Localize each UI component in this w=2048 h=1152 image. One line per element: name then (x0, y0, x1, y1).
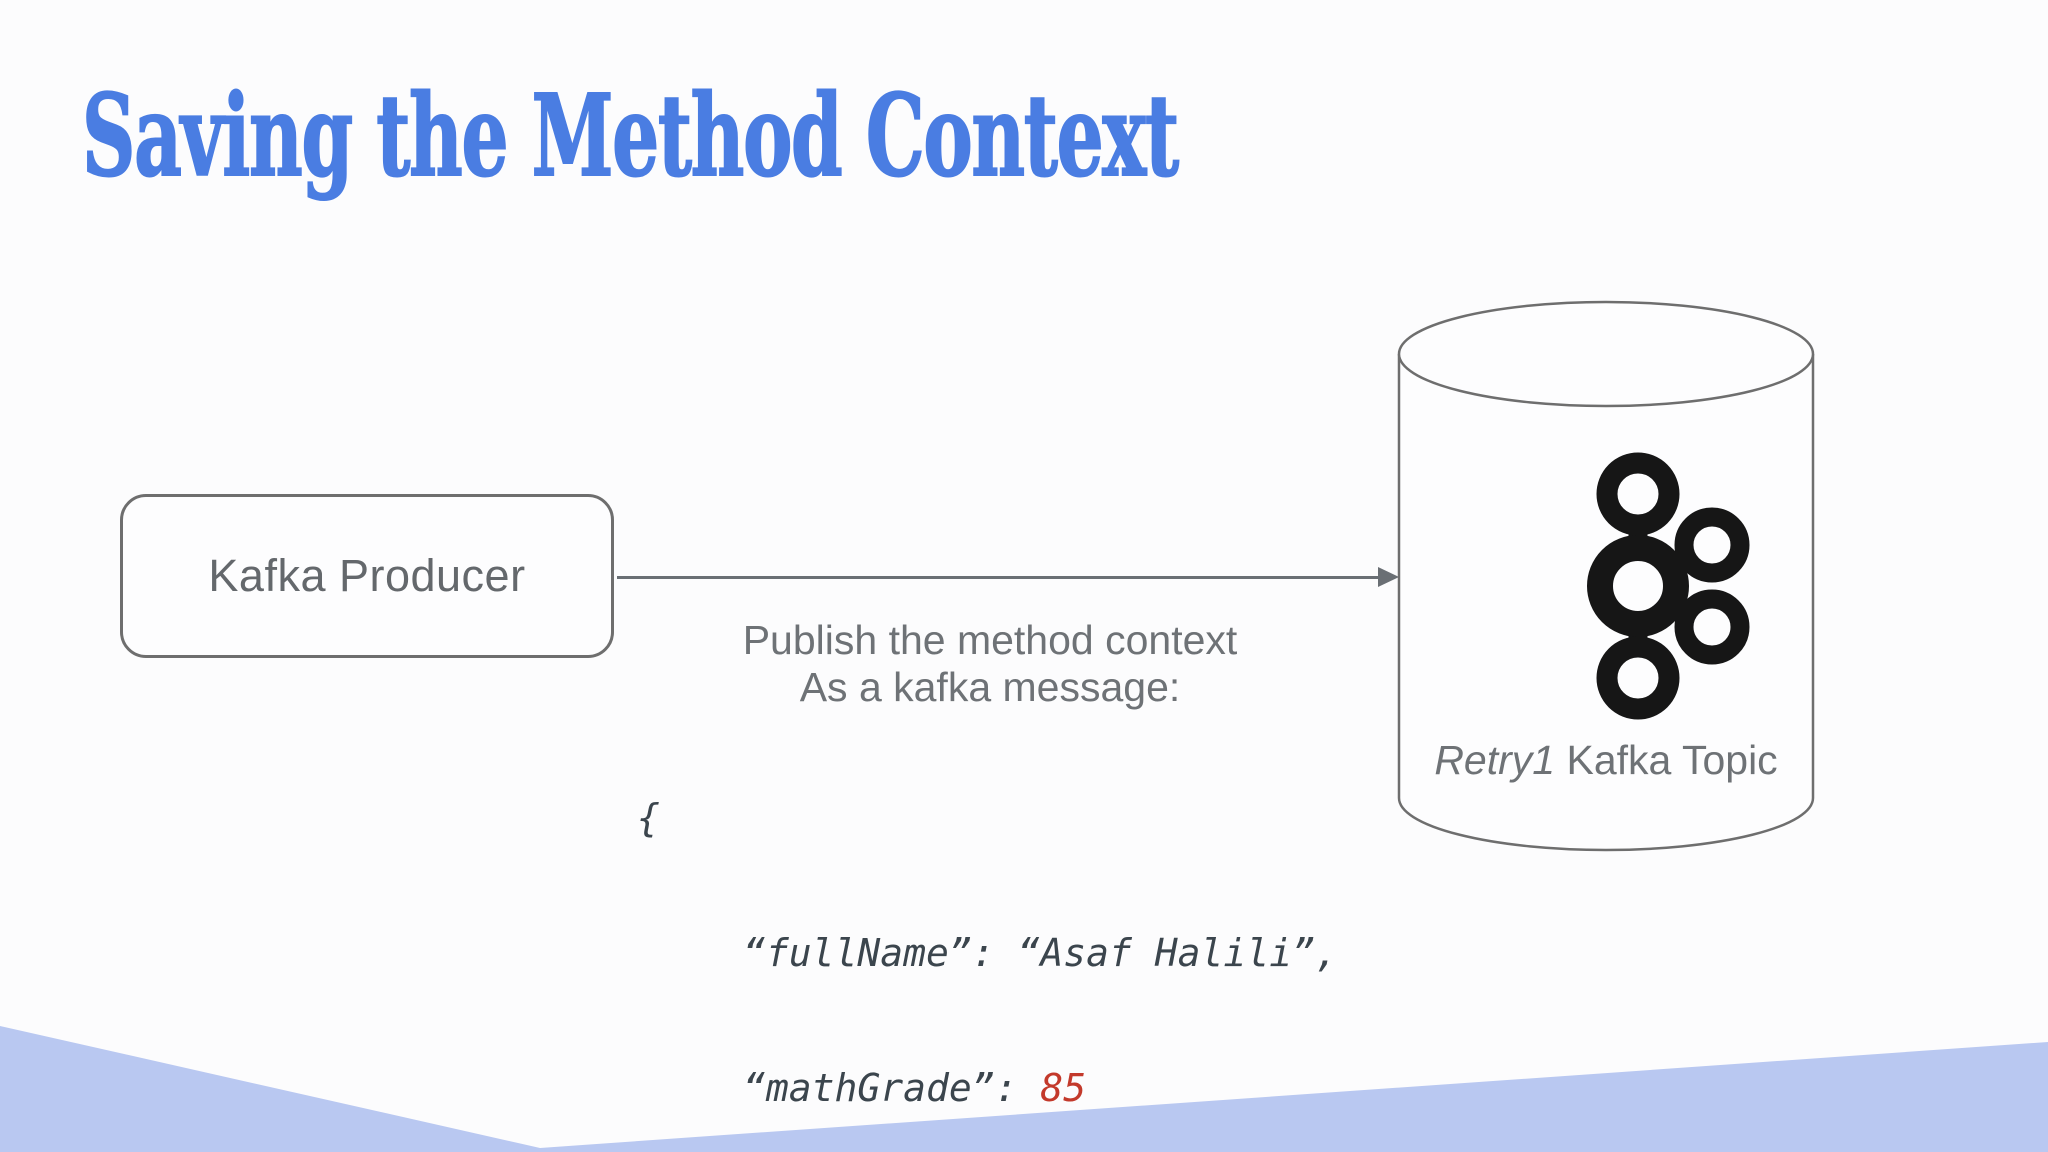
arrow-caption: Publish the method context As a kafka me… (640, 617, 1340, 711)
caption-line-2: As a kafka message: (799, 664, 1181, 710)
kafka-topic-label: Retry1 Kafka Topic (1396, 737, 1816, 784)
flow-arrow-line (617, 576, 1383, 579)
kafka-producer-box: Kafka Producer (120, 494, 614, 658)
topic-name-italic: Retry1 (1434, 737, 1556, 783)
json-code-block: { “fullName”: “Asaf Halili”, “mathGrade”… (637, 706, 1338, 1152)
topic-name-rest: Kafka Topic (1555, 737, 1778, 783)
flow-arrow-head-icon (1378, 567, 1399, 587)
code-mathgrade-key: “mathGrade”: (743, 1066, 1041, 1110)
code-fullname-line: “fullName”: “Asaf Halili”, (743, 931, 1338, 975)
caption-line-1: Publish the method context (742, 617, 1238, 663)
kafka-logo-icon (1587, 452, 1750, 720)
slide-title: Saving the Method Context (81, 71, 1180, 203)
code-open-brace: { (637, 796, 660, 840)
kafka-producer-label: Kafka Producer (208, 550, 526, 601)
math-grade-value: 85 (1040, 1066, 1087, 1110)
code-mathgrade-line: “mathGrade”: 85 (637, 1066, 1338, 1111)
